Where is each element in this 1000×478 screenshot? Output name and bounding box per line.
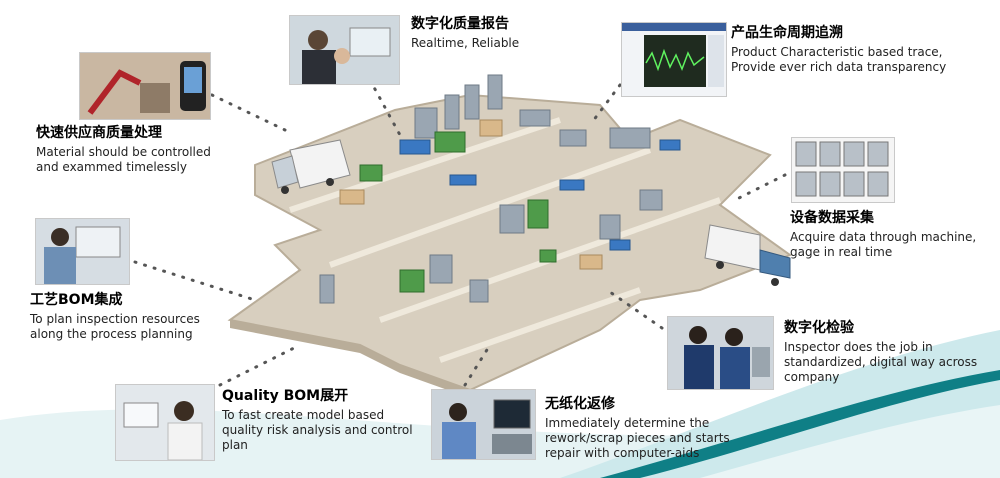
callout-desc: Immediately determine the rework/scrap p… [545,416,730,460]
callout-title: 设备数据采集 [790,210,874,226]
callout-desc: Realtime, Reliable [411,36,520,50]
photo-quality-report [289,15,400,85]
callout-title: 无纸化返修 [545,396,615,412]
callout-title: 数字化质量报告 [411,16,509,32]
callout-desc: To plan inspection resources along the p… [30,312,200,341]
callout-desc: Material should be controlled and examme… [36,145,211,174]
callout-product-lifecycle-trace: 产品生命周期追溯 Product Characteristic based tr… [731,24,971,75]
callout-supplier-quality: 快速供应商质量处理 Material should be controlled … [36,124,226,175]
callout-desc: To fast create model based quality risk … [222,408,413,452]
photo-supplier-quality [79,52,211,120]
photo-lifecycle-trace [621,22,727,97]
callout-title: 工艺BOM集成 [30,292,123,308]
callout-equipment-data: 设备数据采集 Acquire data through machine, gag… [790,209,990,260]
photo-digital-inspection [667,316,774,390]
callout-title: Quality BOM展开 [222,388,349,404]
truck-left [271,139,351,194]
callout-quality-bom: Quality BOM展开 To fast create model based… [222,387,422,453]
callout-process-bom: 工艺BOM集成 To plan inspection resources alo… [30,291,230,342]
callout-paperless-rework: 无纸化返修 Immediately determine the rework/s… [545,395,750,461]
callout-digital-inspection: 数字化检验 Inspector does the job in standard… [784,319,979,385]
callout-title: 快速供应商质量处理 [36,125,162,141]
callout-digital-quality-report: 数字化质量报告 Realtime, Reliable [411,15,611,51]
photo-paperless-rework [431,389,536,460]
photo-process-bom [35,218,130,285]
callout-desc: Product Characteristic based trace, Prov… [731,45,947,74]
callout-title: 数字化检验 [784,320,854,336]
truck-right [704,224,791,286]
callout-desc: Inspector does the job in standardized, … [784,340,978,384]
callout-title: 产品生命周期追溯 [731,25,843,41]
photo-quality-bom [115,384,215,461]
callout-desc: Acquire data through machine, gage in re… [790,230,977,259]
photo-equipment-data [791,137,895,203]
